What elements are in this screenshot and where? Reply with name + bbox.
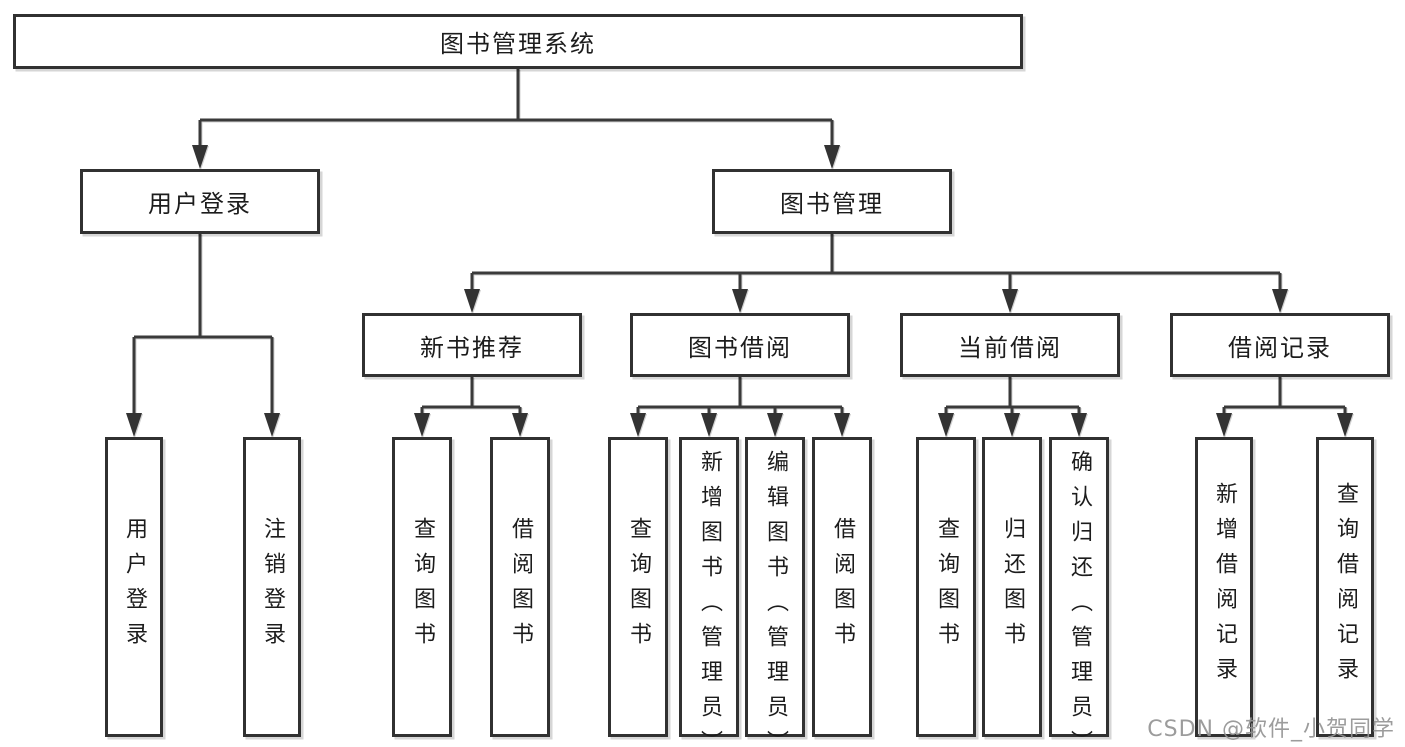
leaf-label: 注销登录 (260, 517, 285, 657)
leaf-label: 编辑图书（管理员） (763, 450, 788, 747)
leaf-label: 归还图书 (1000, 517, 1025, 657)
node-label: 借阅记录 (1228, 333, 1332, 362)
leaf-return-books: 归还图书 (982, 437, 1042, 737)
leaf-add-borrow-record: 新增借阅记录 (1195, 437, 1253, 737)
leaf-user-login: 用户登录 (105, 437, 163, 737)
leaf-label: 借阅图书 (830, 517, 855, 657)
node-library-management-system: 图书管理系统 (13, 14, 1023, 69)
leaf-label: 新增图书（管理员） (697, 450, 722, 747)
node-new-book-recommendation: 新书推荐 (362, 313, 582, 377)
leaf-borrow-books-recommend: 借阅图书 (490, 437, 550, 737)
leaf-edit-books-admin: 编辑图书（管理员） (745, 437, 805, 747)
node-label: 图书管理系统 (440, 30, 596, 58)
leaf-label: 确认归还（管理员） (1067, 450, 1092, 747)
leaf-label: 新增借阅记录 (1212, 482, 1237, 692)
node-label: 新书推荐 (420, 333, 524, 362)
leaf-query-borrow-record: 查询借阅记录 (1316, 437, 1374, 737)
leaf-label: 借阅图书 (508, 517, 533, 657)
node-label: 用户登录 (148, 190, 252, 218)
leaf-confirm-return-admin: 确认归还（管理员） (1049, 437, 1109, 747)
edge-lines (132, 69, 1347, 415)
node-borrowing-records: 借阅记录 (1170, 313, 1390, 377)
leaf-label: 查询图书 (410, 517, 435, 657)
node-label: 图书借阅 (688, 333, 792, 362)
leaf-label: 查询借阅记录 (1333, 482, 1358, 692)
node-label: 当前借阅 (958, 333, 1062, 362)
leaf-label: 用户登录 (122, 517, 147, 657)
leaf-logout-login: 注销登录 (243, 437, 301, 737)
leaf-query-books-recommend: 查询图书 (392, 437, 452, 737)
leaf-borrow-books-borrow: 借阅图书 (812, 437, 872, 737)
leaf-label: 查询图书 (626, 517, 651, 657)
leaf-query-books-borrow: 查询图书 (608, 437, 668, 737)
node-label: 图书管理 (780, 190, 884, 218)
node-user-login: 用户登录 (80, 169, 320, 234)
leaf-query-books-current: 查询图书 (916, 437, 976, 737)
node-book-borrowing: 图书借阅 (630, 313, 850, 377)
arrowheads (126, 145, 1353, 437)
leaf-add-books-admin: 新增图书（管理员） (679, 437, 739, 747)
node-current-borrowing: 当前借阅 (900, 313, 1120, 377)
node-book-management: 图书管理 (712, 169, 952, 234)
leaf-label: 查询图书 (934, 517, 959, 657)
